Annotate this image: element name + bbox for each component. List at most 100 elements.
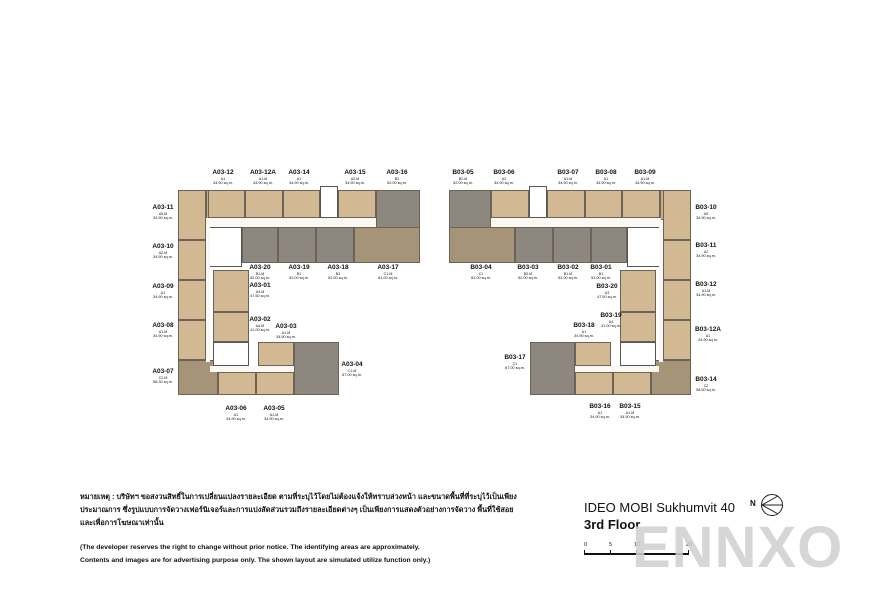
- scale-tick-label: 10: [634, 542, 641, 548]
- thai-disclaimer: หมายเหตุ : บริษัทฯ ขอสงวนสิทธิ์ในการเปลี…: [80, 492, 517, 527]
- unit-b03-11-block[interactable]: [663, 240, 691, 280]
- unit-a03-18-block[interactable]: [316, 227, 354, 263]
- stair-core-a: [213, 342, 249, 366]
- unit-a03-12a-block[interactable]: [245, 190, 283, 218]
- unit-b03-03-block[interactable]: [515, 227, 553, 263]
- unit-b03-19-block[interactable]: [620, 312, 656, 342]
- project-title: IDEO MOBI Sukhumvit 40: [584, 500, 735, 515]
- unit-a03-14-block[interactable]: [283, 190, 320, 218]
- unit-a03-16-block[interactable]: [376, 190, 420, 228]
- corridor: [206, 227, 210, 362]
- unit-a03-06-block[interactable]: [218, 372, 256, 395]
- unit-a03-19-block[interactable]: [278, 227, 316, 263]
- unit-b03-20-block[interactable]: [620, 270, 656, 312]
- unit-a03-01-block[interactable]: [213, 270, 249, 312]
- stair-core-top: [320, 186, 338, 218]
- scale-tick-label: 20: [686, 542, 693, 548]
- unit-a03-02-block[interactable]: [213, 312, 249, 342]
- unit-b03-02-block[interactable]: [553, 227, 591, 263]
- unit-b03-16-block[interactable]: [575, 372, 613, 395]
- building-a-floorplan: [178, 186, 420, 395]
- unit-a03-04-block[interactable]: [294, 342, 339, 395]
- unit-a03-17-block[interactable]: [354, 227, 420, 263]
- unit-b03-09-block[interactable]: [622, 190, 660, 218]
- unit-a03-20-block[interactable]: [242, 227, 278, 263]
- lift-core-a: [208, 227, 242, 267]
- scale-tick: [610, 550, 611, 555]
- corridor: [206, 218, 376, 227]
- corridor: [210, 366, 294, 372]
- corridor: [575, 366, 659, 372]
- scale-bar: 0 5 10 20: [584, 542, 694, 562]
- unit-b03-05-block[interactable]: [449, 190, 491, 228]
- unit-a03-07-block[interactable]: [178, 360, 218, 395]
- unit-b03-08-block[interactable]: [585, 190, 622, 218]
- building-b-floorplan: [449, 186, 691, 395]
- english-disclaimer-line-2: Contents and images are for advertising …: [80, 557, 431, 564]
- unit-a03-12-block[interactable]: [208, 190, 245, 218]
- lift-core-b: [627, 227, 661, 267]
- unit-b03-15-block[interactable]: [613, 372, 651, 395]
- unit-b03-17-block[interactable]: [530, 342, 575, 395]
- floor-title: 3rd Floor: [584, 517, 641, 532]
- north-arrow: N: [750, 494, 796, 516]
- unit-b03-12-block[interactable]: [663, 280, 691, 320]
- corridor: [491, 218, 661, 227]
- scale-tick: [636, 550, 637, 555]
- unit-a03-09-block[interactable]: [178, 280, 206, 320]
- english-disclaimer: (The developer reserves the right to cha…: [80, 541, 520, 567]
- unit-a03-03-block[interactable]: [258, 342, 294, 366]
- unit-b03-14-block[interactable]: [651, 360, 691, 395]
- corridor: [659, 227, 663, 362]
- unit-b03-18-block[interactable]: [575, 342, 611, 366]
- unit-a03-05-block[interactable]: [256, 372, 294, 395]
- unit-b03-01-block[interactable]: [591, 227, 627, 263]
- unit-b03-12a-block[interactable]: [663, 320, 691, 360]
- scale-tick: [688, 550, 689, 555]
- unit-a03-11-block[interactable]: [178, 190, 206, 240]
- unit-a03-10-block[interactable]: [178, 240, 206, 280]
- unit-b03-04-block[interactable]: [449, 227, 515, 263]
- unit-b03-10-block[interactable]: [663, 190, 691, 240]
- north-label: N: [750, 499, 756, 508]
- unit-b03-07-block[interactable]: [547, 190, 585, 218]
- watermark: ENNXO: [632, 515, 844, 580]
- scale-tick: [584, 550, 585, 555]
- unit-a03-08-block[interactable]: [178, 320, 206, 360]
- unit-b03-06-block[interactable]: [491, 190, 529, 218]
- unit-a03-15-block[interactable]: [338, 190, 376, 218]
